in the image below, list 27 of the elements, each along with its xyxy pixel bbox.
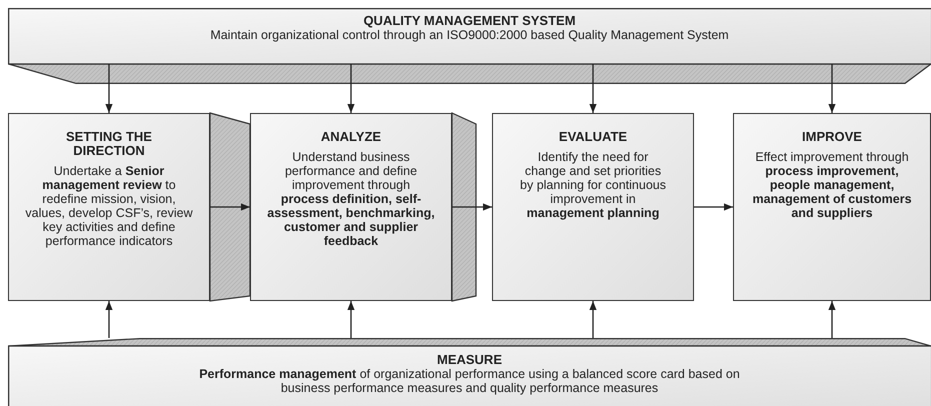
box-description: Undertake a Senior management review to redefine mission, vision, values, develop CSF’s, review key activities and define performance indicators <box>24 164 194 248</box>
arrow <box>105 64 113 113</box>
box-description: Effect improvement through process improvement, people management, management of customers and suppliers <box>752 150 912 220</box>
box-description: Understand business performance and define improvement through process definition, self-assessment, benchmarking, customer and supplier feedback <box>267 150 435 248</box>
box-heading: ANALYZE <box>320 130 382 144</box>
arrow <box>589 64 597 113</box>
arrow <box>828 64 836 113</box>
arrow <box>347 64 355 113</box>
box-heading: MEASURE <box>436 353 503 367</box>
process-box <box>250 113 452 301</box>
box-heading: IMPROVE <box>801 130 863 144</box>
arrow <box>347 301 355 338</box>
box-description: Performance management of organizational performance using a balanced score card based on business performance measures and quality performance measures <box>198 367 741 395</box>
arrow <box>105 301 113 338</box>
box-description: Maintain organizational control through an ISO9000:2000 based Quality Management System <box>209 28 730 42</box>
box-heading: QUALITY MANAGEMENT SYSTEM <box>362 14 577 28</box>
process-box <box>8 113 210 301</box>
process-box <box>492 113 694 301</box>
box-heading: EVALUATE <box>558 130 628 144</box>
arrow <box>694 203 733 211</box>
arrow <box>210 203 250 211</box>
arrow <box>452 203 492 211</box>
arrow <box>828 301 836 338</box>
box-heading: SETTING THE DIRECTION <box>65 130 153 158</box>
arrow <box>589 301 597 338</box>
box-description: Identify the need for change and set priorities by planning for continuous improvement in management planning <box>519 150 667 220</box>
process-box <box>733 113 931 301</box>
